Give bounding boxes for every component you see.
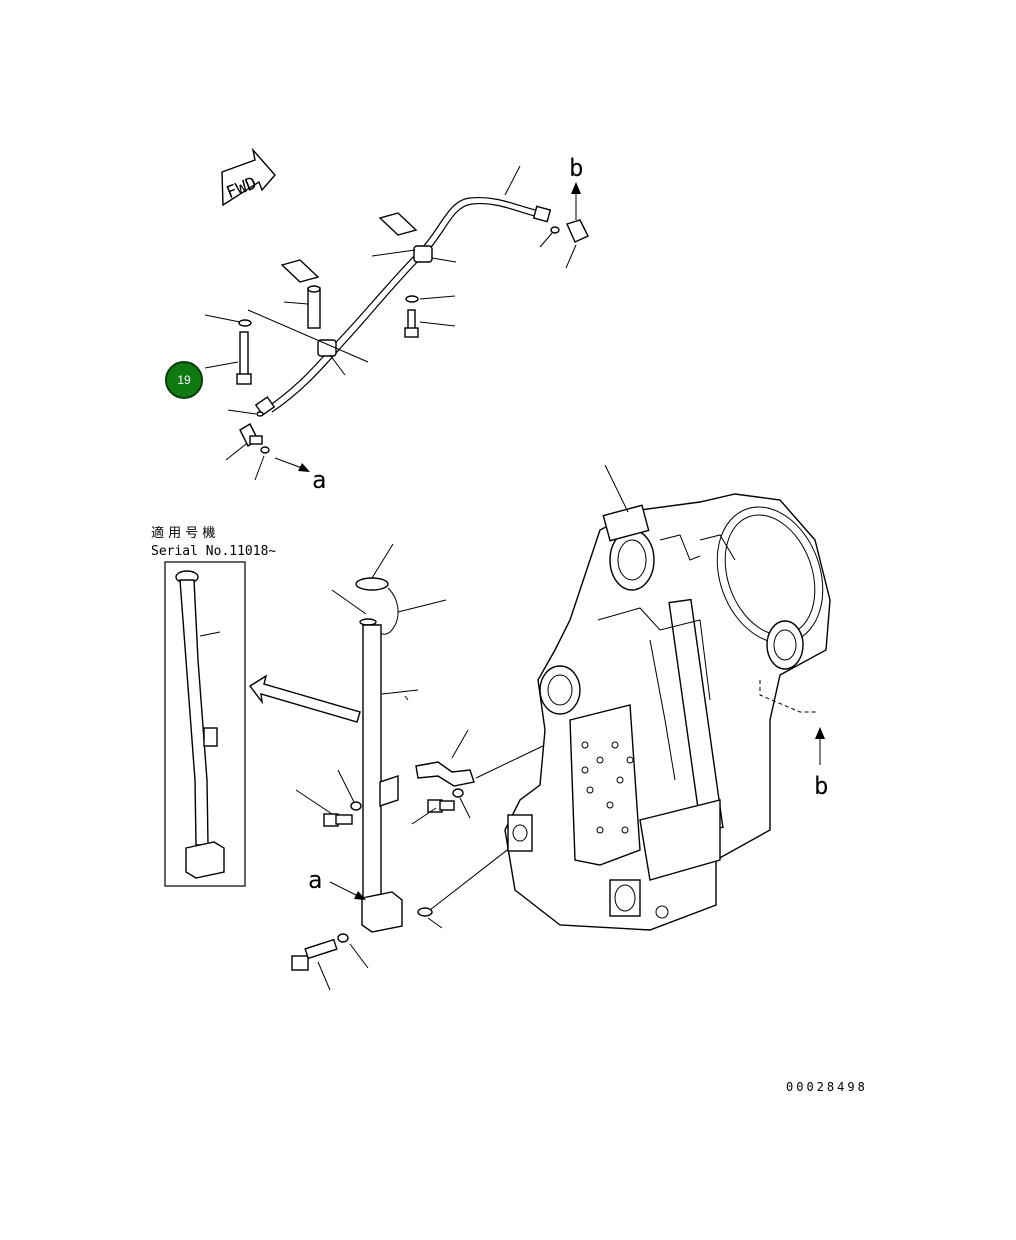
- ref-label-a-top: a: [312, 466, 326, 494]
- upper-hose-assembly: [204, 165, 589, 481]
- ref-label-b-top: b: [569, 154, 583, 182]
- inset-serial: Serial No.11018~: [151, 544, 276, 559]
- inset-arrow-icon: [248, 674, 361, 723]
- inset-panel: 適 用 号 機 Serial No.11018~: [151, 525, 276, 887]
- callout-19-button[interactable]: 19: [165, 361, 203, 399]
- fwd-arrow-icon: FWD: [221, 147, 276, 207]
- inset-title: 適 用 号 機: [151, 525, 215, 541]
- transmission-housing: [504, 464, 831, 931]
- filler-tube-assembly: [291, 543, 546, 991]
- ref-label-a-bottom: a: [308, 866, 322, 894]
- ref-label-b-right: b: [814, 772, 828, 800]
- drawing-number: 00028498: [786, 1080, 868, 1094]
